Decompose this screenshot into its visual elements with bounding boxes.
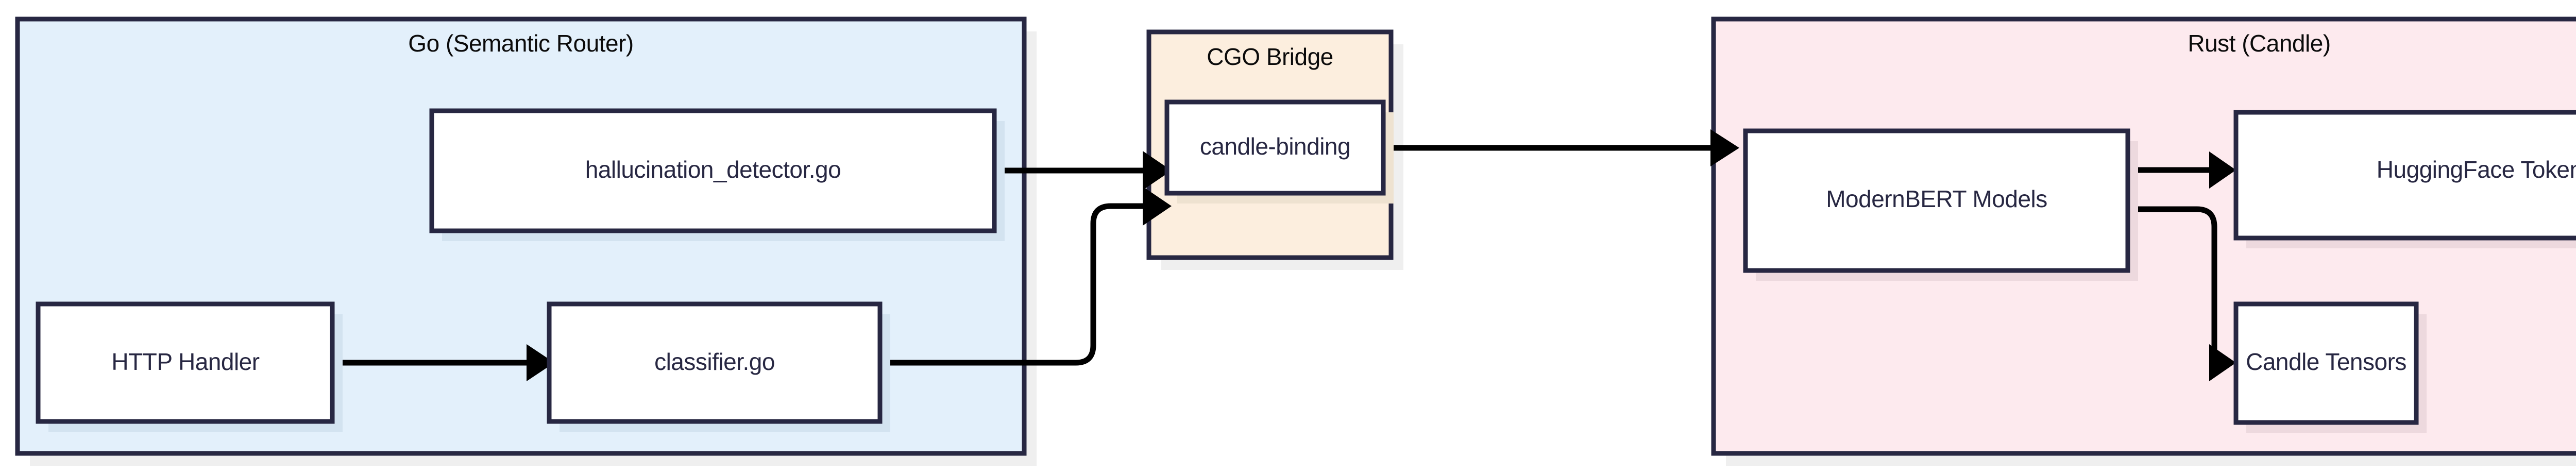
arrowhead-icon: [527, 344, 554, 381]
arrowhead-icon: [1143, 151, 1172, 190]
arrowhead-icon: [1710, 129, 1739, 166]
node-candle-tensors-rect: [2233, 301, 2419, 425]
node-modernbert-models[interactable]: ModernBERT Models: [1743, 128, 2138, 281]
node-http-handler[interactable]: HTTP Handler: [36, 301, 343, 432]
node-candle-binding-rect: [1164, 99, 1386, 196]
edge-http-handler-to-classifier: [332, 344, 554, 381]
node-candle-tensors-label: Candle Tensors: [2246, 348, 2406, 375]
arrowhead-icon: [1143, 187, 1172, 226]
node-hallucination-detector-rect: [429, 108, 997, 233]
node-huggingface-tokenizers[interactable]: HuggingFace Tokenizers: [2233, 110, 2576, 248]
arrowhead-icon: [2209, 151, 2236, 189]
node-candle-tensors[interactable]: Candle Tensors: [2233, 301, 2427, 433]
node-hallucination-detector[interactable]: hallucination_detector.go: [429, 108, 1005, 241]
node-modernbert-models-label: ModernBERT Models: [1826, 185, 2047, 212]
node-candle-binding-label: candle-binding: [1200, 133, 1350, 160]
edge-modernbert-to-huggingface-tokenizers: [2128, 151, 2236, 189]
node-classifier-rect: [547, 301, 883, 424]
node-classifier[interactable]: classifier.go: [547, 301, 890, 432]
cluster-rust-title: Rust (Candle): [2188, 30, 2330, 57]
cluster-go-title: Go (Semantic Router): [408, 30, 633, 57]
node-classifier-label: classifier.go: [654, 348, 775, 375]
edge-candle-binding-to-modernbert: [1383, 129, 1739, 166]
node-candle-binding[interactable]: candle-binding: [1164, 99, 1394, 204]
node-http-handler-label: HTTP Handler: [111, 348, 259, 375]
node-huggingface-tokenizers-label: HuggingFace Tokenizers: [2377, 156, 2576, 183]
node-modernbert-models-rect: [1743, 128, 2130, 273]
node-http-handler-rect: [36, 301, 335, 424]
node-hallucination-detector-label: hallucination_detector.go: [585, 156, 841, 183]
edge-modernbert-to-candle-tensors: [2128, 206, 2236, 381]
edge-hallucination-detector-to-candle-binding: [994, 151, 1172, 190]
cluster-cgo-bridge-title: CGO Bridge: [1207, 43, 1333, 70]
arrowhead-icon: [2209, 344, 2236, 381]
edge-classifier-to-candle-binding: [880, 187, 1172, 366]
node-huggingface-tokenizers-rect: [2233, 110, 2576, 241]
